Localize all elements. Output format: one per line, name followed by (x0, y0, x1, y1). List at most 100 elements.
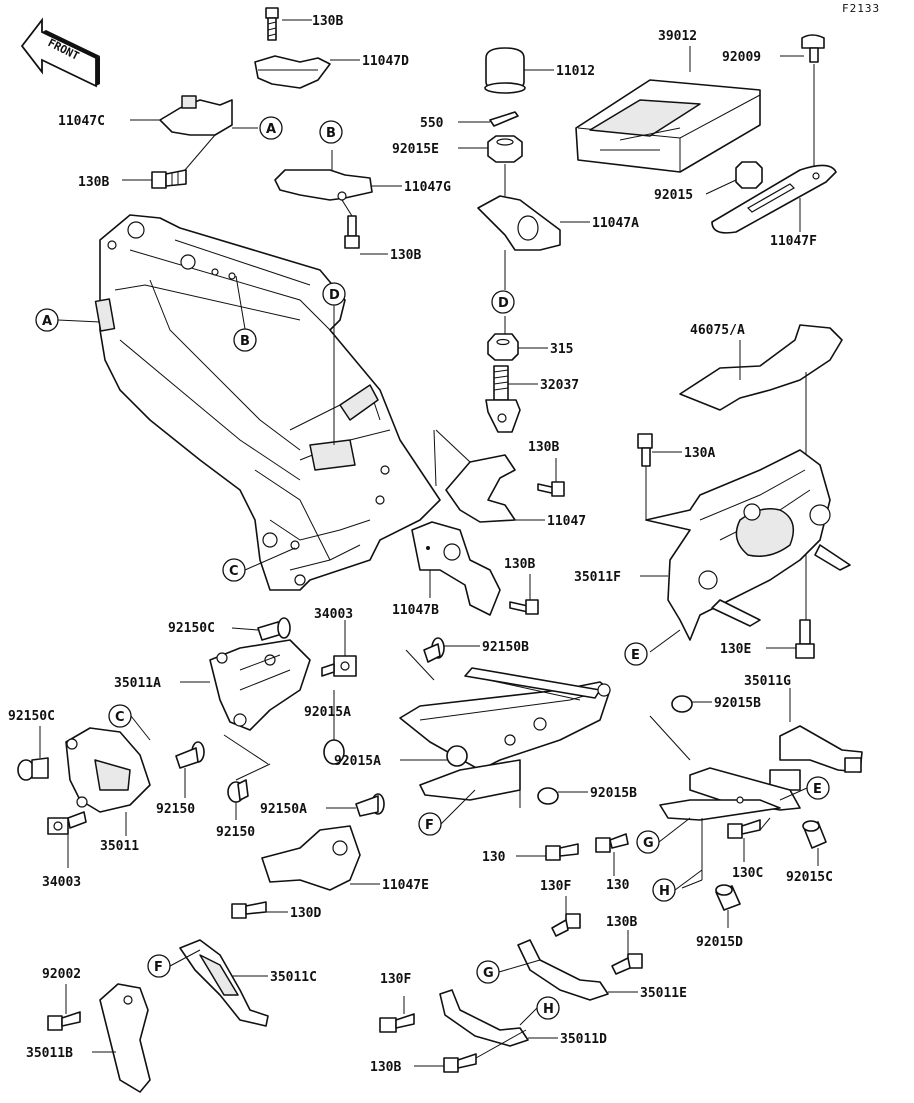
label-32037: 32037 (540, 378, 579, 393)
collar-92015c (802, 820, 827, 849)
callout-c-bracket: C (108, 704, 132, 728)
label-130b-1: 130B (312, 14, 343, 29)
label-550: 550 (420, 116, 444, 131)
bolt-92150-2 (227, 779, 249, 803)
bolt-92150c-top (257, 617, 291, 641)
callout-c-frame: C (222, 558, 246, 582)
label-92015a-1: 92015A (304, 705, 351, 720)
bolt-130b-lower (509, 599, 539, 615)
label-11047g: 11047G (404, 180, 451, 195)
bracket-35011e (517, 939, 609, 1001)
callout-h-lower: H (536, 996, 560, 1020)
label-39012: 39012 (658, 29, 697, 44)
bolt-34003-top (321, 655, 357, 677)
label-130f-1: 130F (540, 879, 571, 894)
label-35011: 35011 (100, 839, 139, 854)
label-11047: 11047 (547, 514, 586, 529)
label-35011c: 35011C (270, 970, 317, 985)
label-11047e: 11047E (382, 878, 429, 893)
collar-92015a-left (323, 739, 345, 765)
bolt-130-2 (595, 833, 629, 853)
callout-d-frame: D (322, 282, 346, 306)
callout-g-lower: G (476, 960, 500, 984)
svg-text:B: B (326, 126, 336, 141)
collar-92015b-center (537, 787, 559, 805)
nut-315 (487, 333, 519, 361)
label-130b-2: 130B (78, 175, 109, 190)
tray-39012 (575, 79, 761, 173)
label-46075a: 46075/A (690, 323, 745, 338)
svg-text:C: C (115, 710, 125, 725)
bolt-130b-mid (344, 215, 360, 249)
label-92150c-2: 92150C (8, 709, 55, 724)
label-92150a: 92150A (260, 802, 307, 817)
label-130c: 130C (732, 866, 763, 881)
bolt-130b-top (265, 7, 279, 41)
bolt-130b-bottom (443, 1053, 477, 1073)
svg-text:E: E (813, 782, 822, 797)
bracket-11047g (274, 169, 373, 201)
callout-a-upper: A (259, 116, 283, 140)
rear-bracket-right (689, 767, 801, 811)
cap-11012 (484, 47, 526, 94)
callout-g-right: G (636, 830, 660, 854)
callout-e-bracket: E (806, 776, 830, 800)
label-11047a: 11047A (592, 216, 639, 231)
svg-text:G: G (643, 836, 654, 851)
bracket-35011g (769, 700, 863, 791)
nut-92015e (487, 135, 523, 163)
label-35011f: 35011F (574, 570, 621, 585)
bolt-130b-left (151, 169, 187, 189)
svg-text:C: C (229, 564, 239, 579)
bolt-130c (727, 819, 761, 839)
callout-d-stack: D (491, 290, 515, 314)
label-92015: 92015 (654, 188, 693, 203)
collar-92015b-right (671, 695, 693, 713)
label-35011a: 35011A (114, 676, 161, 691)
bolt-130d (231, 901, 267, 919)
callout-h-right: H (652, 878, 676, 902)
svg-text:F: F (425, 818, 434, 833)
pin-550 (489, 111, 519, 127)
bolt-130f-lower (379, 1013, 415, 1033)
label-11047c: 11047C (58, 114, 105, 129)
svg-text:E: E (631, 648, 640, 663)
bracket-35011d (439, 989, 529, 1047)
label-130a: 130A (684, 446, 715, 461)
bolt-92150c-left (17, 757, 49, 781)
label-130d: 130D (290, 906, 321, 921)
bracket-35011a (209, 639, 311, 731)
main-frame (94, 214, 441, 591)
label-11012: 11012 (556, 64, 595, 79)
nut-92015 (735, 161, 763, 189)
svg-text:A: A (42, 314, 52, 329)
label-130-2: 130 (606, 878, 630, 893)
svg-text:H: H (543, 1002, 554, 1017)
label-92150-2: 92150 (216, 825, 255, 840)
svg-text:D: D (329, 288, 340, 303)
label-92015e: 92015E (392, 142, 439, 157)
callout-f-center: F (418, 812, 442, 836)
bolt-130b-right-lower (611, 953, 643, 975)
collar-92015d (715, 884, 741, 911)
label-35011e: 35011E (640, 986, 687, 1001)
bolt-130-1 (545, 843, 579, 861)
bolt-92150a (355, 793, 385, 817)
bolt-130f-top (551, 913, 581, 937)
figure-code: F2133 (842, 2, 880, 15)
bolt-130b-right (537, 481, 565, 497)
bracket-11047d (254, 55, 331, 89)
bracket-11047e (261, 825, 361, 891)
label-92015b-2: 92015B (590, 786, 637, 801)
bracket-11047b (411, 521, 501, 616)
bracket-35011b (99, 983, 151, 1093)
pad-46075a (679, 324, 843, 411)
screw-92009 (801, 34, 825, 63)
label-130b-3: 130B (390, 248, 421, 263)
label-130-1: 130 (482, 850, 506, 865)
label-34003-2: 34003 (42, 875, 81, 890)
label-92150: 92150 (156, 802, 195, 817)
label-130b-7: 130B (370, 1060, 401, 1075)
label-11047f: 11047F (770, 234, 817, 249)
bracket-11047 (445, 454, 516, 523)
